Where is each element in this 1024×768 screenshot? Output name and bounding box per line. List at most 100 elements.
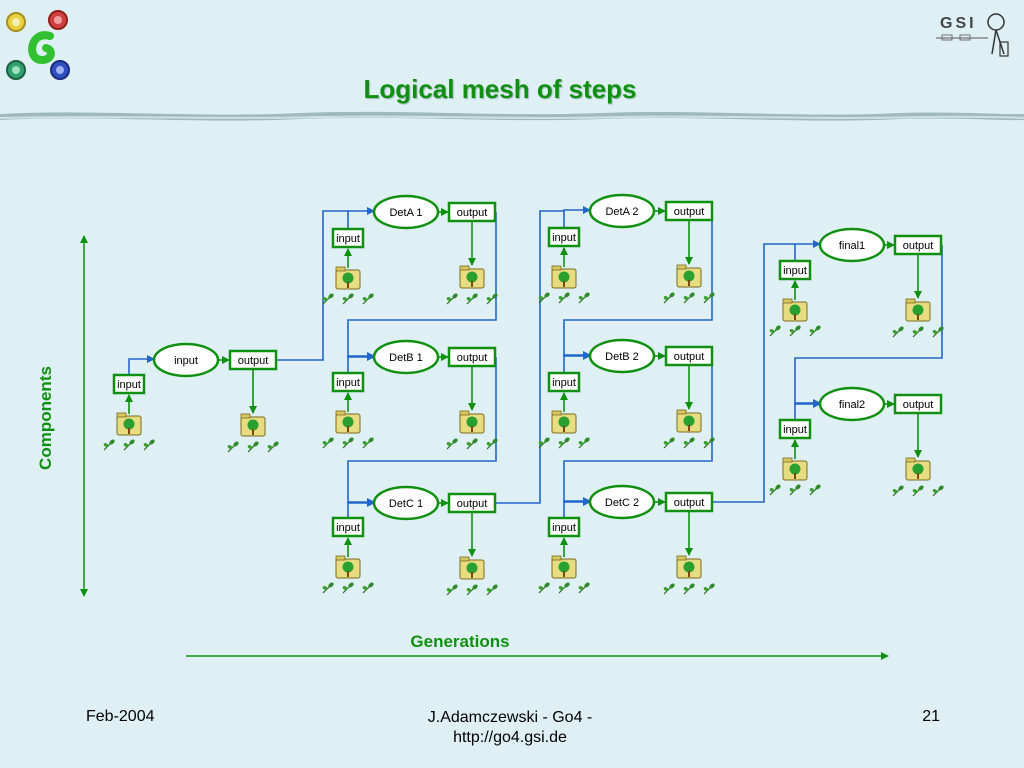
output-port-box bbox=[664, 200, 714, 222]
leaf-icon bbox=[538, 441, 544, 445]
leaf-icon bbox=[544, 292, 550, 298]
leaf-icon bbox=[584, 582, 590, 588]
leaf-icon bbox=[328, 582, 334, 588]
footer-date: Feb-2004 bbox=[86, 708, 155, 725]
input-port: input bbox=[547, 371, 581, 393]
tree-trunk-icon bbox=[563, 426, 565, 432]
input-port: input bbox=[112, 373, 146, 395]
leaf-icon bbox=[769, 488, 775, 492]
leaf-icon bbox=[775, 325, 781, 331]
step-name: DetC 2 bbox=[605, 497, 639, 509]
leaf-icon bbox=[912, 489, 918, 493]
input-port: input bbox=[778, 259, 812, 281]
output-folder-icon bbox=[676, 555, 702, 579]
output-leaves-icon bbox=[227, 441, 279, 453]
step-f2: final2 bbox=[818, 386, 886, 422]
input-folder-icon bbox=[116, 412, 142, 436]
output-port-text: output bbox=[238, 355, 269, 367]
output-leaves-icon bbox=[663, 292, 715, 304]
output-port-text: output bbox=[674, 206, 705, 218]
input-to-step-line bbox=[563, 206, 591, 228]
folder-tab-icon bbox=[782, 457, 793, 463]
input-leaves-icon bbox=[538, 437, 590, 449]
output-port-text: output bbox=[674, 351, 705, 363]
input-leaves-icon bbox=[103, 439, 155, 451]
leaf-icon bbox=[492, 584, 498, 590]
output-port-text: output bbox=[457, 352, 488, 364]
leaf-icon bbox=[775, 484, 781, 490]
leaf-icon bbox=[789, 488, 795, 492]
step-name: DetC 1 bbox=[389, 498, 423, 510]
leaf-icon bbox=[703, 441, 709, 445]
footer-page-number: 21 bbox=[922, 708, 940, 725]
tree-crown-icon bbox=[466, 271, 478, 283]
input-port-box bbox=[778, 418, 812, 440]
tree-crown-icon bbox=[466, 416, 478, 428]
leaf-icon bbox=[362, 586, 368, 590]
leaf-icon bbox=[452, 293, 458, 299]
leaf-icon bbox=[709, 437, 715, 443]
step-ellipse bbox=[372, 194, 440, 230]
tree-crown-icon bbox=[342, 272, 354, 284]
input-port-text: input bbox=[552, 522, 576, 534]
input-port-box bbox=[331, 227, 365, 249]
output-leaves-icon bbox=[446, 584, 498, 596]
input-folder-icon bbox=[335, 410, 361, 434]
leaf-icon bbox=[143, 443, 149, 447]
leaf-icon bbox=[689, 583, 695, 589]
folder-tab-icon bbox=[676, 555, 687, 561]
folder-tab-icon bbox=[335, 266, 346, 272]
folder-tab-icon bbox=[335, 555, 346, 561]
step-ellipse bbox=[372, 339, 440, 375]
output-port: output bbox=[447, 346, 497, 368]
components-axis-label: Components bbox=[36, 366, 55, 470]
leaf-icon bbox=[368, 293, 374, 299]
output-port: output bbox=[893, 234, 943, 256]
tree-crown-icon bbox=[123, 418, 135, 430]
folder-tab-icon bbox=[459, 556, 470, 562]
leaf-icon bbox=[584, 292, 590, 298]
tree-crown-icon bbox=[683, 270, 695, 282]
tree-trunk-icon bbox=[347, 282, 349, 288]
leaf-icon bbox=[795, 484, 801, 490]
input-folder-icon bbox=[551, 555, 577, 579]
a1-to-b1-line bbox=[347, 212, 497, 361]
leaf-icon bbox=[267, 445, 273, 449]
step-ellipse bbox=[818, 386, 886, 422]
folder-tab-icon bbox=[905, 298, 916, 304]
leaf-icon bbox=[342, 586, 348, 590]
input-to-step-line bbox=[347, 352, 375, 373]
output-folder-icon bbox=[459, 556, 485, 580]
leaf-icon bbox=[669, 437, 675, 443]
input-port-text: input bbox=[336, 233, 360, 245]
input-leaves-icon bbox=[538, 582, 590, 594]
output-port-box bbox=[447, 492, 497, 514]
footer-url: http://go4.gsi.de bbox=[453, 729, 567, 746]
leaf-icon bbox=[809, 329, 815, 333]
leaf-icon bbox=[273, 441, 279, 447]
tree-trunk-icon bbox=[794, 473, 796, 479]
input-to-step-line bbox=[347, 498, 375, 518]
input-to-step-line bbox=[794, 399, 821, 420]
tree-crown-icon bbox=[912, 304, 924, 316]
leaf-icon bbox=[466, 442, 472, 446]
output-port-box bbox=[893, 234, 943, 256]
output-folder-icon bbox=[676, 409, 702, 433]
input-leaves-icon bbox=[322, 293, 374, 305]
input-port: input bbox=[778, 418, 812, 440]
output-port-text: output bbox=[457, 498, 488, 510]
tree-crown-icon bbox=[683, 415, 695, 427]
step-ellipse bbox=[588, 338, 656, 374]
generations-axis-label: Generations bbox=[410, 632, 510, 651]
tree-trunk-icon bbox=[688, 425, 690, 431]
folder-tab-icon bbox=[782, 298, 793, 304]
tree-crown-icon bbox=[342, 561, 354, 573]
output-leaves-icon bbox=[446, 438, 498, 450]
leaf-icon bbox=[683, 296, 689, 300]
leaf-icon bbox=[912, 330, 918, 334]
leaf-icon bbox=[898, 326, 904, 332]
leaf-icon bbox=[348, 582, 354, 588]
input-port-text: input bbox=[552, 232, 576, 244]
input-port: input bbox=[547, 226, 581, 248]
